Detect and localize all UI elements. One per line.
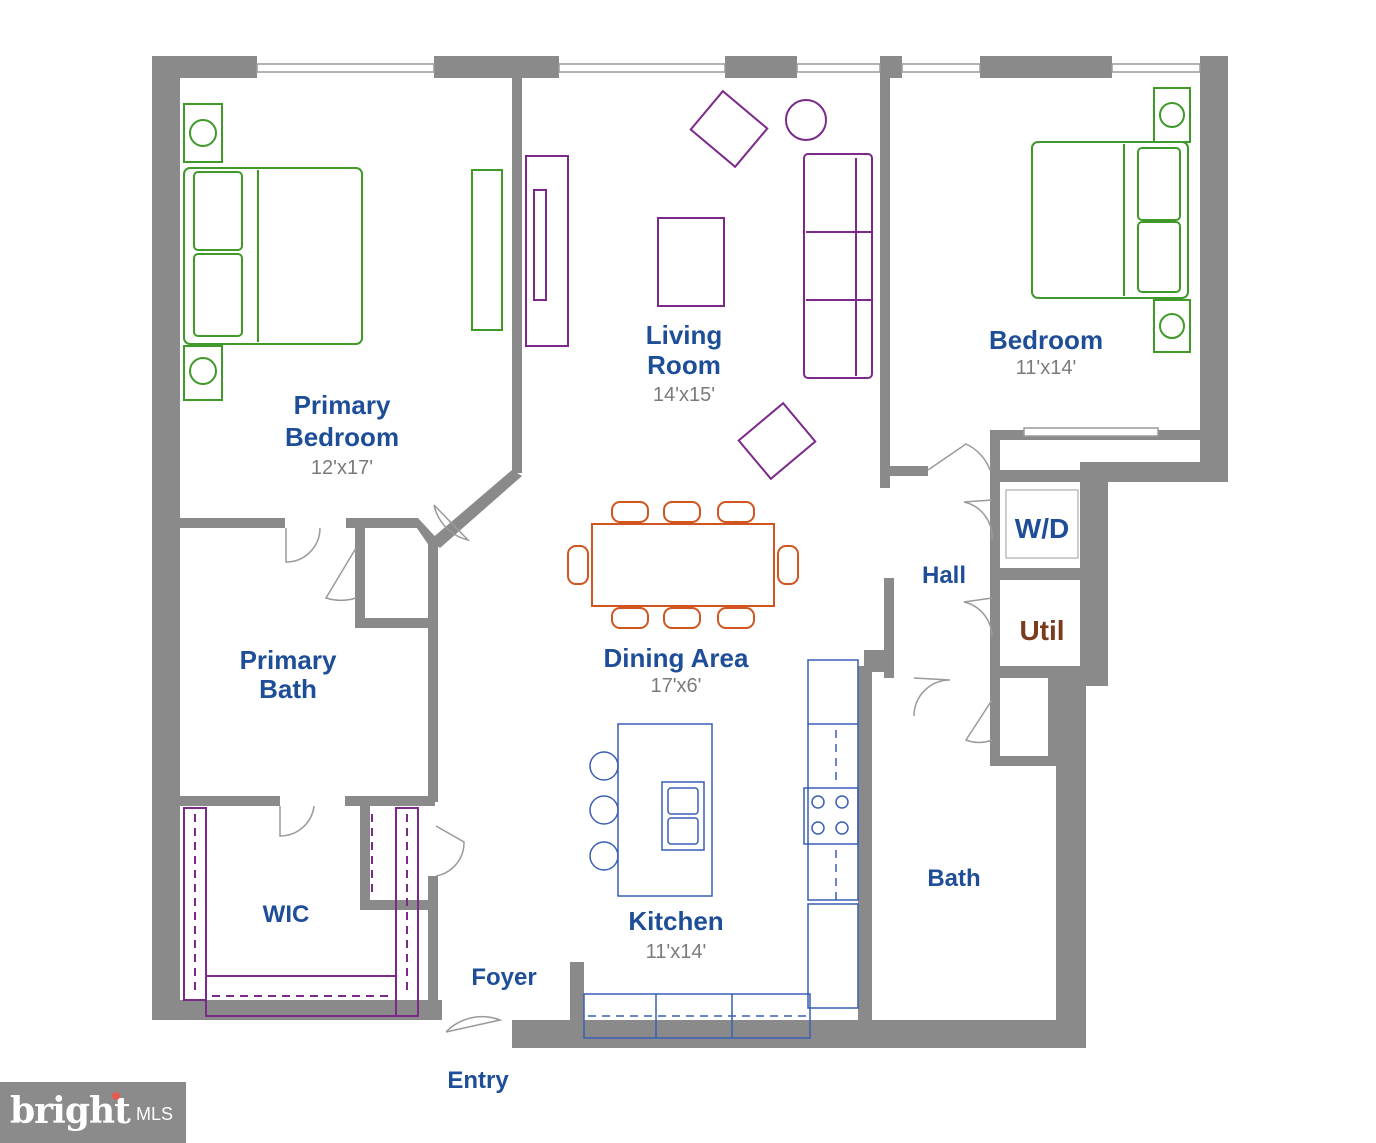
living-room-name-line1: Living [646, 320, 723, 350]
primary-bedroom-name-line1: Primary [294, 390, 391, 420]
bright-mls-logo: bright MLS [0, 1082, 186, 1143]
bedroom-name: Bedroom [989, 325, 1103, 355]
entry-name: Entry [447, 1067, 509, 1094]
kitchen-name: Kitchen [628, 906, 723, 936]
primary-bath-name-line2: Bath [259, 674, 317, 704]
dining-furniture [567, 501, 799, 629]
wd-name: W/D [1015, 513, 1069, 544]
wd-box [1005, 489, 1079, 559]
primary-bedroom-dimensions: 12'x17' [311, 457, 373, 479]
primary-bath-name-line1: Primary [240, 645, 337, 675]
living-room-furniture [525, 89, 873, 481]
util-name: Util [1019, 615, 1064, 646]
living-room-name-line2: Room [647, 350, 721, 380]
primary-bedroom-name-line2: Bedroom [285, 422, 399, 452]
living-room-dimensions: 14'x15' [653, 384, 715, 406]
windows [256, 63, 1201, 437]
dining-area-name: Dining Area [604, 643, 749, 673]
logo-text: bright [10, 1090, 131, 1132]
wic-shelving [183, 807, 419, 1017]
bedroom-furniture [1031, 87, 1191, 353]
wic-name: WIC [263, 901, 310, 928]
bath-name: Bath [927, 865, 980, 892]
primary-bedroom-furniture [183, 103, 503, 401]
room-labels: Primary Bedroom 12'x17' Living Room 14'x… [240, 320, 1103, 1094]
logo-dot-icon [112, 1092, 120, 1100]
bedroom-dimensions: 11'x14' [1016, 357, 1077, 379]
kitchen-fixtures [583, 659, 859, 1039]
hall-name: Hall [922, 562, 966, 589]
dining-area-dimensions: 17'x6' [650, 675, 701, 697]
logo-suffix: MLS [136, 1104, 174, 1124]
walls [152, 56, 1228, 1048]
doors [279, 443, 993, 1033]
foyer-name: Foyer [471, 964, 536, 991]
kitchen-dimensions: 11'x14' [646, 941, 707, 963]
